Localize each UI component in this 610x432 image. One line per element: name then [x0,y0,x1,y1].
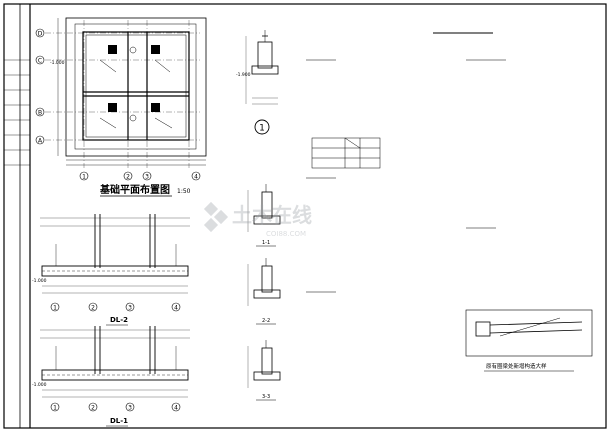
dl-1-bottom-dims [42,389,188,398]
axis-number-1: 1 [82,174,86,181]
beam-dl-1: 1 2 3 4 -1.000 DL-1 [32,326,190,427]
dl-2-axis-2: 2 [91,305,95,312]
axis-number-2: 2 [126,174,130,181]
dl-2-axis-4: 4 [174,305,178,312]
dl-1-axis-1: 1 [53,405,57,412]
dl-1-label: DL-1 [110,417,128,425]
section-1-1: 1-1 [247,184,281,247]
foundation-plan: D C B A 1 2 3 4 -1.000 基础平面布置图 1:50 [35,17,207,197]
detail-1-number: 1 [259,124,265,134]
dl-1-axis-2: 2 [91,405,95,412]
section-1-1-label: 1-1 [262,240,270,246]
plan-scale: 1:50 [177,188,191,195]
title-strip [4,4,31,428]
axis-letter-b: B [38,110,42,117]
watermark-logo-icon [203,201,229,233]
sheet-border [3,3,607,429]
section-2-2-label: 2-2 [262,318,270,324]
plan-axis-letters: D C B A [35,28,45,145]
dl-2-axis-3: 3 [128,305,132,312]
dl-2-elevation [41,214,189,277]
plan-columns [108,45,160,112]
axis-number-3: 3 [145,174,149,181]
dl-1-axis-4: 4 [174,405,178,412]
dl-1-axis-numbers: 1 2 3 4 [50,402,181,412]
axis-letter-c: C [38,58,42,65]
detail-1-dims [245,36,278,105]
schedule-table [311,137,381,169]
plan-grid-lines [45,20,200,168]
plan-axis-numbers: 1 2 3 4 [79,171,201,181]
detail-1: -1.900 1 [236,30,279,135]
watermark-text: 土木在线 [232,203,312,227]
plan-walls [82,31,190,141]
dl-2-bottom-dims [42,285,188,294]
detail-1-elevation: -1.900 [236,72,251,78]
section-3-3-label: 3-3 [262,394,270,400]
dl-2-top-dims [40,217,190,227]
node-detail-title: 原有圈梁处新增构造大样 [486,362,547,370]
dl-1-top-dims [40,329,190,339]
dl-1-elevation-mark: -1.000 [32,382,47,388]
beam-dl-2: 1 2 3 4 -1.000 DL-2 [32,214,190,326]
plan-title: 基础平面布置图 [99,183,170,196]
plan-elevation: -1.000 [50,60,65,66]
plan-dimensions [57,18,206,166]
section-3-3: 3-3 [247,340,281,401]
plan-footing-marks [99,46,173,129]
section-2-2: 2-2 [247,258,281,325]
dl-2-axis-numbers: 1 2 3 4 [50,302,181,312]
axis-number-4: 4 [194,174,198,181]
axis-letter-d: D [38,31,43,38]
dl-2-axis-1: 1 [53,305,57,312]
watermark: 土木在线 COI88.COM [203,201,312,238]
node-detail: 原有圈梁处新增构造大样 [465,309,593,372]
watermark-subtext: COI88.COM [266,230,306,238]
dl-1-axis-3: 3 [128,405,132,412]
dl-2-elevation-mark: -1.000 [32,278,47,284]
axis-letter-a: A [38,138,43,145]
dl-1-elevation [41,326,189,381]
dl-2-label: DL-2 [110,316,128,324]
notes-area [306,32,506,293]
